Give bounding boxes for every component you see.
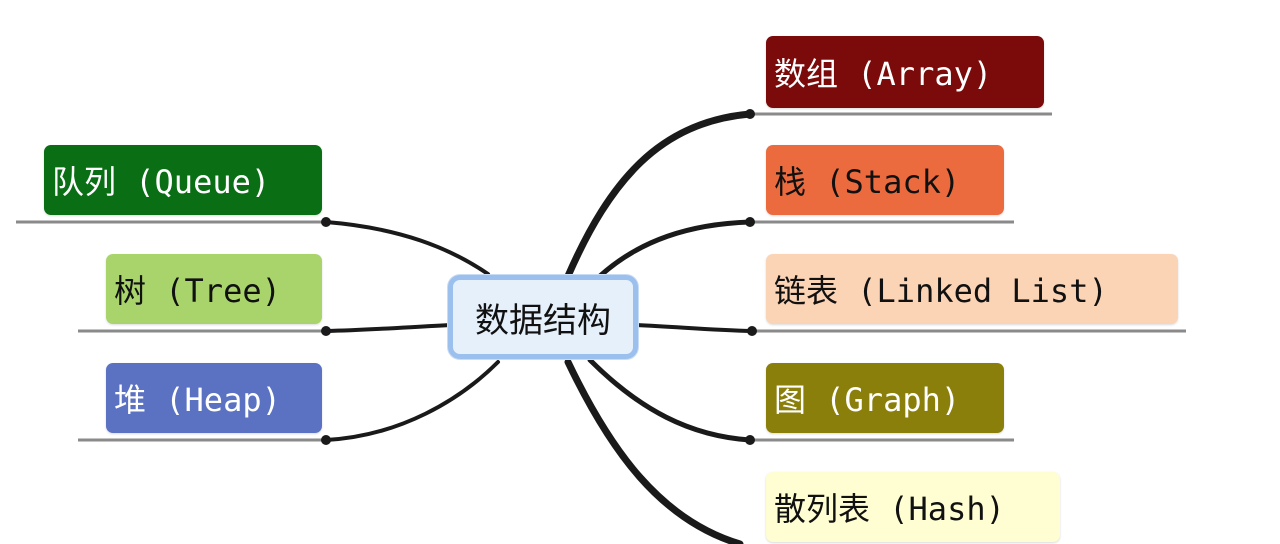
connector-tree: [324, 323, 454, 333]
connector-graph: [587, 357, 753, 443]
topic-stack-label: 栈 (Stack): [774, 163, 961, 201]
junction-dot-array: [745, 109, 755, 119]
connector-heap: [324, 360, 500, 442]
junction-dot-graph: [745, 435, 755, 445]
junction-dot-heap: [321, 435, 331, 445]
junction-dot-queue: [321, 217, 331, 227]
topic-hash[interactable]: 散列表 (Hash): [766, 472, 1060, 542]
topic-heap-label: 堆 (Heap): [114, 381, 281, 419]
topic-queue-label: 队列 (Queue): [52, 163, 271, 201]
topic-linked-list[interactable]: 链表 (Linked List): [766, 254, 1178, 324]
junction-dot-stack: [745, 217, 755, 227]
topic-heap[interactable]: 堆 (Heap): [106, 363, 322, 433]
topic-queue[interactable]: 队列 (Queue): [44, 145, 322, 215]
connector-stack: [597, 219, 753, 279]
central-topic-label: 数据结构: [475, 300, 611, 341]
topic-array-label: 数组 (Array): [774, 55, 993, 93]
topic-graph[interactable]: 图 (Graph): [766, 363, 1004, 433]
connector-linked-list: [634, 323, 754, 333]
central-topic[interactable]: 数据结构: [448, 275, 638, 359]
connector-hash: [564, 358, 744, 544]
connector-queue: [324, 220, 490, 276]
topic-linked-list-label: 链表 (Linked List): [774, 272, 1108, 310]
junction-dot-tree: [321, 326, 331, 336]
topic-hash-label: 散列表 (Hash): [774, 490, 1005, 528]
topic-graph-label: 图 (Graph): [774, 381, 961, 419]
topic-tree-label: 树 (Tree): [114, 272, 281, 310]
connector-array: [564, 110, 754, 280]
topic-tree[interactable]: 树 (Tree): [106, 254, 322, 324]
junction-dot-linked-list: [747, 326, 757, 336]
topic-array[interactable]: 数组 (Array): [766, 36, 1044, 108]
topic-stack[interactable]: 栈 (Stack): [766, 145, 1004, 215]
